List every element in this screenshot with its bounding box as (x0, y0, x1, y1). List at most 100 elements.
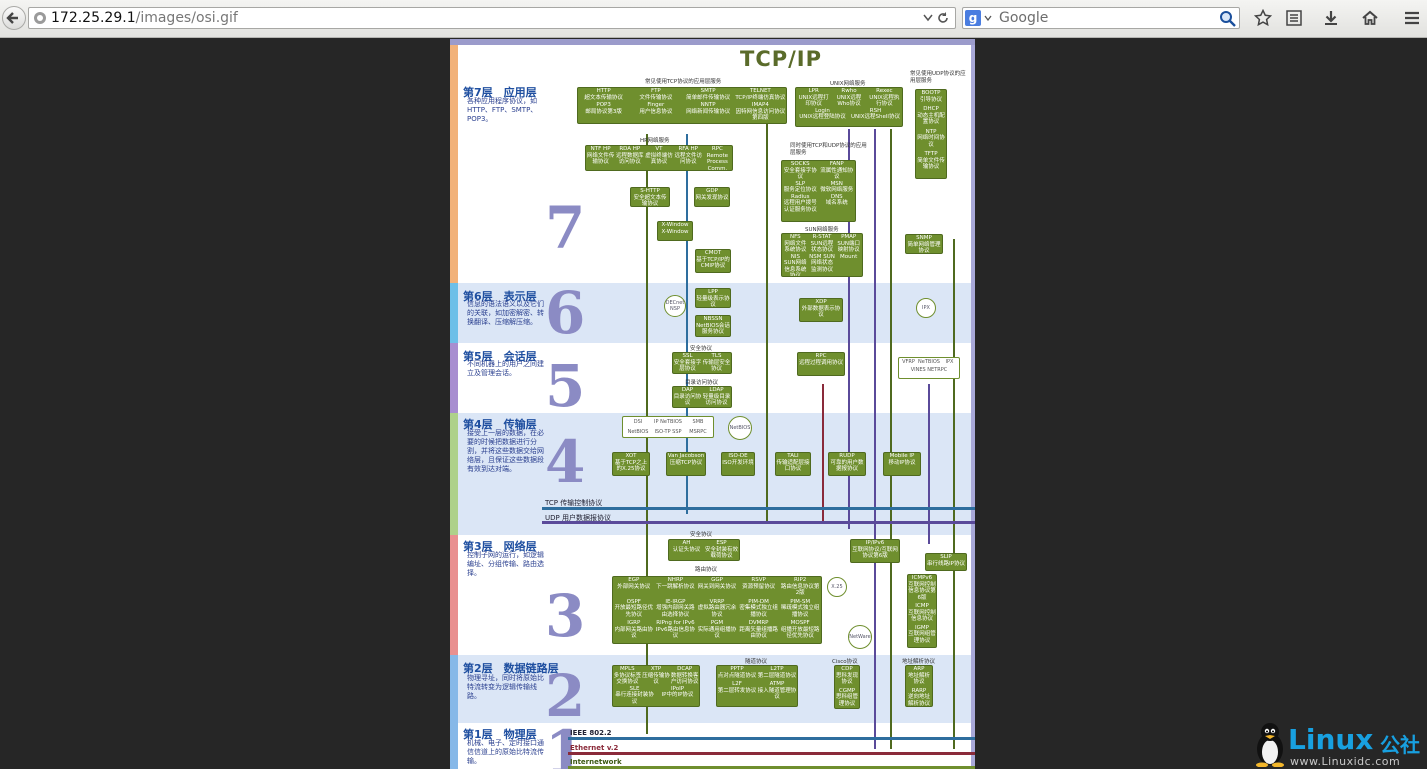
bootp-box: BOOTP (921, 90, 941, 96)
dap-box: DAP (681, 387, 694, 393)
shttp-label: S-HTTP (640, 188, 660, 194)
layer7-title: 第7层 应用层 (463, 86, 537, 99)
ssl-desc: 安全套接字层协议 (673, 359, 702, 373)
engine-dropdown-icon[interactable] (984, 15, 992, 21)
vt-box: VT (655, 146, 663, 152)
fanp-desc: 流属性通知协议 (820, 167, 854, 181)
layer4-desc: 接受上一层的数据，在必要的时候把数据进行分割，并将这些数据交给网络层，且保证这些… (467, 429, 544, 473)
back-button[interactable] (2, 6, 26, 30)
tls-box: TLS (711, 353, 722, 359)
l2f-desc: 第二层转发协议 (717, 687, 757, 694)
mpls-box: MPLS (620, 666, 635, 672)
xot-label: XOT (625, 453, 637, 459)
ntp-desc: 网络时间协议 (917, 135, 945, 148)
nsm-desc: 网络状态监测协议 (810, 260, 833, 273)
telnet-box: TELNET (749, 88, 771, 94)
caption-udp-apps: 常见使用UDP协议的应用层服务 (910, 71, 966, 84)
ipx-circle: IPX (916, 298, 936, 318)
layer7-desc: 各种应用程序协议，如HTTP、FTP、SMTP、POP3。 (467, 97, 538, 123)
layer1-title: 第1层 物理层 (463, 728, 537, 741)
rpc-desc: 远程过程调用协议 (798, 359, 843, 366)
search-icon[interactable] (1219, 10, 1236, 27)
xdp-desc: 外部数据表示协议 (801, 305, 841, 319)
caption-tcp-udp: 同时使用TCP和UDP协议的应用层服务 (790, 143, 867, 156)
url-path: /images/osi.gif (135, 10, 238, 26)
egp-box: EGP (628, 577, 640, 583)
http-desc: 超文本传输协议 (584, 94, 623, 101)
home-icon[interactable] (1358, 6, 1382, 30)
pimsm-box: PIM-SM (790, 598, 811, 605)
layer3-desc: 控制子网的运行，如逻辑编址、分组传输、路由选择。 (467, 551, 544, 577)
dcap-desc: 数据转换客户访问协议 (670, 672, 699, 686)
layer6-number: 6 (545, 279, 586, 347)
logo-cn: 公社 (1380, 733, 1420, 757)
download-icon[interactable] (1319, 6, 1343, 30)
mobileip-label: Mobile IP (889, 453, 915, 459)
fanp-box: FANP (829, 161, 844, 167)
cmot-label: CMOT (704, 250, 722, 256)
google-engine-icon[interactable]: g (965, 10, 981, 26)
nntp-box: NNTP (700, 102, 716, 108)
login-desc: UNIX远程登陆协议 (799, 114, 846, 120)
icmp-box: ICMP (915, 603, 929, 609)
cmot-desc: 基于TCP/IP的CMIP协议 (696, 256, 730, 270)
connector-line (822, 384, 824, 524)
caption-addr: 地址解析协议 (902, 659, 936, 665)
caption-tunnel: 隧道协议 (745, 659, 768, 665)
vfrp-group: VFRP NeTBIOS IPX VINES NETRPC (898, 357, 960, 379)
connector-line (928, 384, 930, 544)
layer5-number: 5 (545, 352, 586, 420)
search-bar[interactable]: g Google (962, 7, 1240, 29)
bookmarks-list-icon[interactable] (1282, 6, 1306, 30)
ospf-desc: 开放最短路径优先协议 (614, 605, 654, 618)
telnet-desc: TCP/IP终端仿真协议 (735, 94, 786, 101)
arp-box: ARP (913, 666, 925, 672)
bootp-desc: 引导协议 (919, 96, 942, 103)
slp-box: SLP (795, 180, 806, 187)
vines-label: VINES NETRPC (910, 367, 948, 373)
finger-desc: 用户信息协议 (639, 108, 673, 115)
cgmp-box: CGMP (838, 687, 856, 694)
menu-icon[interactable] (1400, 6, 1424, 30)
diagram-title: TCP/IP (740, 47, 823, 71)
ntp-box: NTP (925, 128, 937, 135)
rsvp-desc: 资源预留协议 (742, 583, 776, 590)
rpc-hp-box: RPC (711, 146, 723, 152)
lpr-box: LPR (808, 88, 819, 94)
url-bar[interactable]: 172.25.29.1/images/osi.gif (28, 7, 956, 29)
rip2-desc: 路由信息协议第2版 (780, 583, 820, 597)
rpc-label: RPC (815, 353, 827, 359)
chevron-down-icon[interactable] (923, 14, 933, 22)
tali-desc: 传输适配层接口协议 (776, 459, 810, 473)
layer3-number: 3 (545, 582, 586, 650)
connector-line (874, 129, 876, 749)
reload-icon[interactable] (936, 11, 950, 25)
esp-desc: 安全封装有效载荷协议 (704, 546, 738, 560)
igrp-desc: 内部网关路由协议 (614, 626, 654, 640)
caption-cisco: Cisco协议 (832, 659, 858, 665)
internetwork-label: Internetwork (570, 758, 622, 766)
tftp-box: TFTP (924, 151, 938, 157)
pimdm-box: PIM-DM (748, 598, 769, 605)
pop3-box: POP3 (596, 102, 611, 108)
bookmark-star-icon[interactable] (1251, 6, 1275, 30)
globe-icon (34, 12, 46, 24)
ieee-bus (568, 737, 975, 740)
cdp-box: CDP (841, 666, 853, 672)
igrp-box: IGRP (627, 620, 641, 626)
rfahp-box: RFA HP (678, 146, 698, 152)
nhrp-box: NHRP (667, 577, 684, 583)
layer6-desc: 信息的语法语义以及它们的关联，如加密解密、转换翻译、压缩解压缩。 (467, 300, 544, 326)
dcap-box: DCAP (677, 666, 693, 672)
